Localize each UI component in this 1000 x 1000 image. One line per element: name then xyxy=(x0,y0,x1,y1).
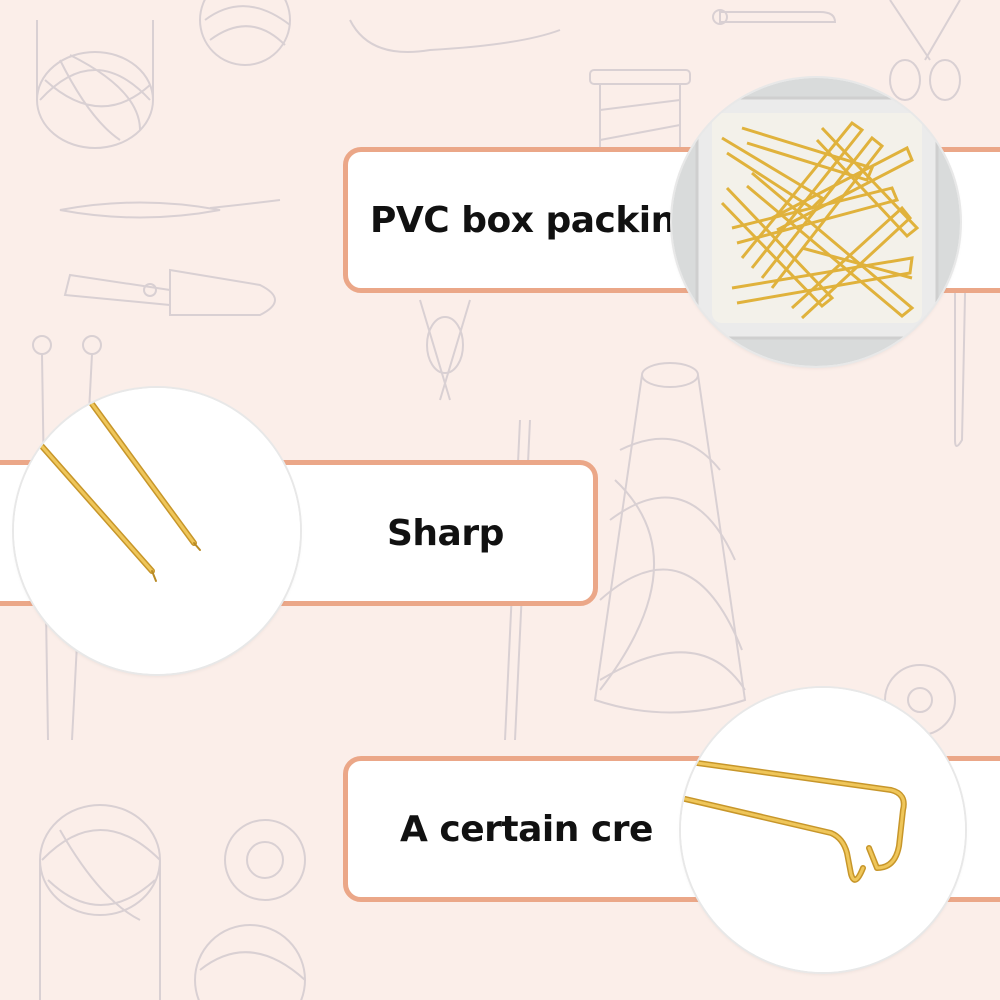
yarn-ball-icon xyxy=(39,804,161,1000)
thread-spool-icon xyxy=(593,362,747,714)
photo-pvc-box-pins xyxy=(672,78,960,366)
scissors-icon xyxy=(63,268,276,316)
callout-label: A certain cre xyxy=(400,808,653,850)
callout-label: PVC box packing xyxy=(370,199,702,241)
callout-label: Sharp xyxy=(387,512,504,554)
photo-sharp-pin-tips xyxy=(14,388,300,674)
photo-bent-pin xyxy=(681,688,965,972)
yarn-ball-icon xyxy=(36,20,154,149)
safety-pin-icon xyxy=(712,9,837,25)
